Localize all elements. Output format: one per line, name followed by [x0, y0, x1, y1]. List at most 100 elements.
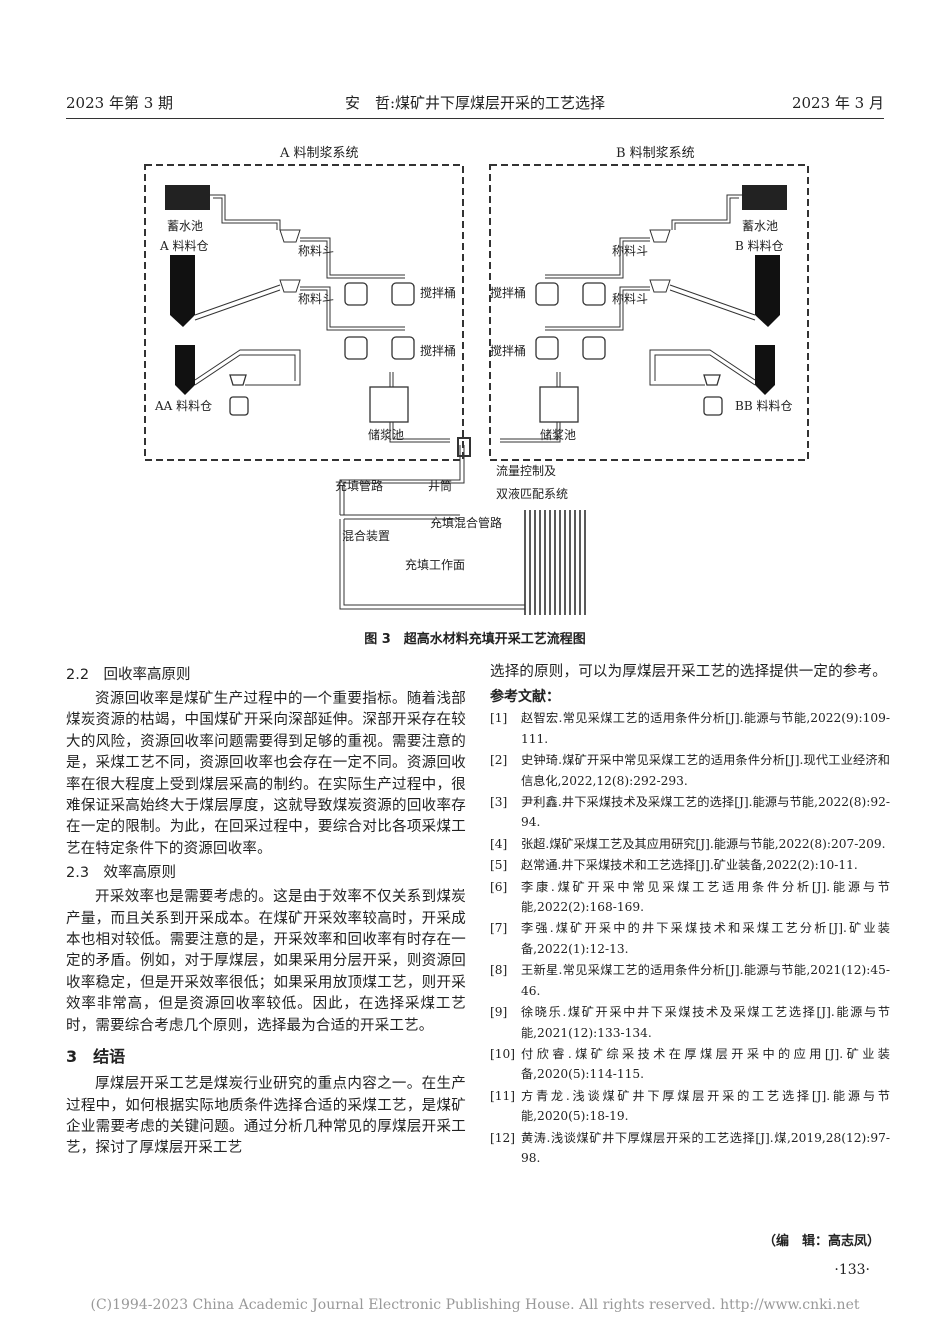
copyright-footer: (C)1994-2023 China Academic Journal Elec…: [90, 1297, 860, 1313]
flow-control-label-2: 双液匹配系统: [496, 486, 568, 501]
working-face-label: 充填工作面: [405, 557, 465, 572]
mixer-a1-right: [391, 282, 415, 306]
mixer-b1-left: [535, 282, 559, 306]
storage-a-label: 储浆池: [368, 427, 404, 442]
hopper-a1: [279, 229, 301, 243]
pipe-a-silo: [194, 284, 281, 321]
reference-item: [12] 黄涛.浅谈煤矿井下厚煤层开采的工艺选择[J].煤,2019,28(12)…: [490, 1128, 890, 1169]
mix-pipe-label: 充填混合管路: [430, 515, 502, 530]
reference-item: [6] 李康.煤矿开采中常见采煤工艺适用条件分析[J].能源与节能,2022(2)…: [490, 877, 890, 918]
hopper-a2-label: 称料斗: [298, 292, 334, 306]
process-flow-diagram: A 料制浆系统 B 料制浆系统 蓄水池 蓄水池 A 料料仓 B 料料仓 AA 料…: [144, 146, 809, 615]
reference-number: [5]: [490, 858, 508, 873]
running-header-title: 安 哲:煤矿井下厚煤层开采的工艺选择: [344, 94, 606, 112]
section-2-3-title: 2.3 效率高原则: [66, 865, 177, 882]
system-a-box: [144, 164, 464, 461]
reference-number: [7]: [490, 921, 508, 936]
water-pool-b-label: 蓄水池: [742, 219, 778, 233]
mixer-bb: [703, 396, 723, 416]
silo-aa-label: AA 料料仓: [154, 399, 212, 413]
reference-number: [3]: [490, 795, 508, 810]
reference-text: 方青龙.浅谈煤矿井下厚煤层开采的工艺选择[J].能源与节能,2020(5):18…: [521, 1088, 890, 1124]
pipe-b-water: [671, 194, 742, 230]
reference-number: [12]: [490, 1130, 516, 1145]
pipe-a-out: [389, 422, 450, 443]
pipe-a-store: [389, 372, 394, 387]
reference-item: [1]赵智宏.常见采煤工艺的适用条件分析[J].能源与节能,2022(9):10…: [490, 708, 890, 749]
reference-item: [11] 方青龙.浅谈煤矿井下厚煤层开采的工艺选择[J].能源与节能,2020(5…: [490, 1086, 890, 1127]
mixer-b1-label: 搅拌桶: [490, 285, 526, 300]
reference-text: 尹利鑫.井下采煤技术及采煤工艺的选择[J].能源与节能,2022(8):92-9…: [521, 795, 890, 830]
reference-text: 徐晓乐.煤矿开采中井下采煤技术及采煤工艺选择[J].能源与节能,2021(12)…: [521, 1005, 890, 1040]
mixer-a2-label: 搅拌桶: [420, 343, 456, 358]
reference-text: 李康.煤矿开采中常见采煤工艺适用条件分析[J].能源与节能,2022(2):16…: [521, 879, 890, 915]
storage-a: [369, 386, 409, 423]
right-column: 选择的原则，可以为厚煤层开采工艺的选择提供一定的参考。 参考文献： [1]赵智宏…: [490, 662, 890, 1169]
flow-control-label-1: 流量控制及: [496, 464, 556, 478]
mixer-a2-right: [391, 336, 415, 360]
section-3-body: 厚煤层开采工艺是煤炭行业研究的重点内容之一。在生产过程中，如何根据实际地质条件选…: [66, 1076, 466, 1157]
pipe-b-silo: [669, 284, 756, 321]
mixer-b1-right: [582, 282, 606, 306]
reference-item: [7] 李强.煤矿开采中的井下采煤技术和采煤工艺分析[J].矿业装备,2022(1…: [490, 918, 890, 959]
silo-a: [170, 255, 195, 327]
shaft-label: 井筒: [428, 478, 452, 493]
hopper-b2: [649, 279, 671, 293]
reference-text: 黄涛.浅谈煤矿井下厚煤层开采的工艺选择[J].煤,2019,28(12):97-…: [521, 1130, 890, 1165]
storage-b-label: 储浆池: [540, 427, 576, 442]
mixer-b2-left: [535, 336, 559, 360]
reference-number: [9]: [490, 1005, 508, 1020]
reference-number: [2]: [490, 753, 508, 768]
mix-device-label: 混合装置: [342, 528, 390, 543]
hopper-a1-label: 称料斗: [298, 244, 334, 258]
reference-text: 张超.煤矿采煤工艺及其应用研究[J].能源与节能,2022(8):207-209…: [521, 836, 886, 851]
reference-text: 赵常通.井下采煤技术和工艺选择[J].矿业装备,2022(2):10-11.: [521, 858, 858, 873]
reference-item: [10]付欣睿.煤矿综采技术在厚煤层开采中的应用[J].矿业装备,2020(5)…: [490, 1044, 890, 1085]
mixer-a2-left: [344, 336, 368, 360]
reference-number: [1]: [490, 711, 508, 726]
pipe-mix: [340, 514, 460, 520]
hopper-bb1: [703, 374, 721, 386]
mixer-b2-label: 搅拌桶: [490, 343, 526, 358]
pipe-b-out: [500, 422, 561, 443]
reference-number: [11]: [490, 1088, 516, 1103]
reference-number: [8]: [490, 963, 508, 978]
editor-note: （编 辑：高志凤）: [762, 1234, 880, 1249]
reference-item: [4]张超.煤矿采煤工艺及其应用研究[J].能源与节能,2022(8):207-…: [490, 834, 890, 854]
hopper-b1-label: 称料斗: [612, 244, 648, 258]
hopper-a2: [279, 279, 301, 293]
reference-item: [5] 赵常通.井下采煤技术和工艺选择[J].矿业装备,2022(2):10-11…: [490, 855, 890, 875]
page-number: ·133·: [834, 1262, 870, 1278]
silo-b-label: B 料料仓: [735, 239, 784, 253]
silo-bb-label: BB 料料仓: [735, 399, 792, 413]
storage-b: [539, 386, 579, 423]
conclusion-continued: 选择的原则，可以为厚煤层开采工艺的选择提供一定的参考。: [490, 664, 887, 680]
pipe-b-mix1: [545, 237, 650, 279]
pipe-bb: [649, 349, 756, 386]
mixer-a1-left: [344, 282, 368, 306]
system-b-box: [489, 164, 809, 461]
system-a-label: A 料制浆系统: [279, 146, 359, 161]
silo-aa: [175, 345, 195, 395]
mixer-a1-label: 搅拌桶: [420, 285, 456, 300]
hopper-aa1: [229, 374, 247, 386]
silo-bb: [755, 345, 775, 395]
water-pool-b: [742, 185, 787, 210]
reference-text: 史钟琦.煤矿开采中常见采煤工艺的适用条件分析[J].现代工业经济和信息化,202…: [521, 753, 890, 788]
section-3-title: 3 结语: [66, 1047, 126, 1067]
flow-control-device: [457, 437, 471, 457]
reference-text: 王新星.常见采煤工艺的适用条件分析[J].能源与节能,2021(12):45-4…: [521, 963, 890, 998]
water-pool-a: [165, 185, 210, 210]
reference-list: [1]赵智宏.常见采煤工艺的适用条件分析[J].能源与节能,2022(9):10…: [490, 708, 890, 1168]
header-rule: [66, 118, 884, 119]
pipe-down: [339, 445, 465, 515]
fill-pipe-label: 充填管路: [335, 478, 383, 493]
system-b-label: B 料制浆系统: [616, 146, 695, 161]
section-2-3-body: 开采效率也是需要考虑的。这是由于效率不仅关系到煤炭产量，而且关系到开采成本。在煤…: [66, 889, 466, 1034]
left-column: 2.2 回收率高原则 资源回收率是煤矿生产过程中的一个重要指标。随着浅部煤炭资源…: [66, 662, 466, 1160]
hopper-b1: [649, 229, 671, 243]
reference-number: [10]: [490, 1046, 516, 1061]
running-header-issue: 2023 年第 3 期: [66, 94, 174, 112]
reference-number: [6]: [490, 879, 508, 894]
reference-text: 李强.煤矿开采中的井下采煤技术和采煤工艺分析[J].矿业装备,2022(1):1…: [521, 921, 890, 956]
